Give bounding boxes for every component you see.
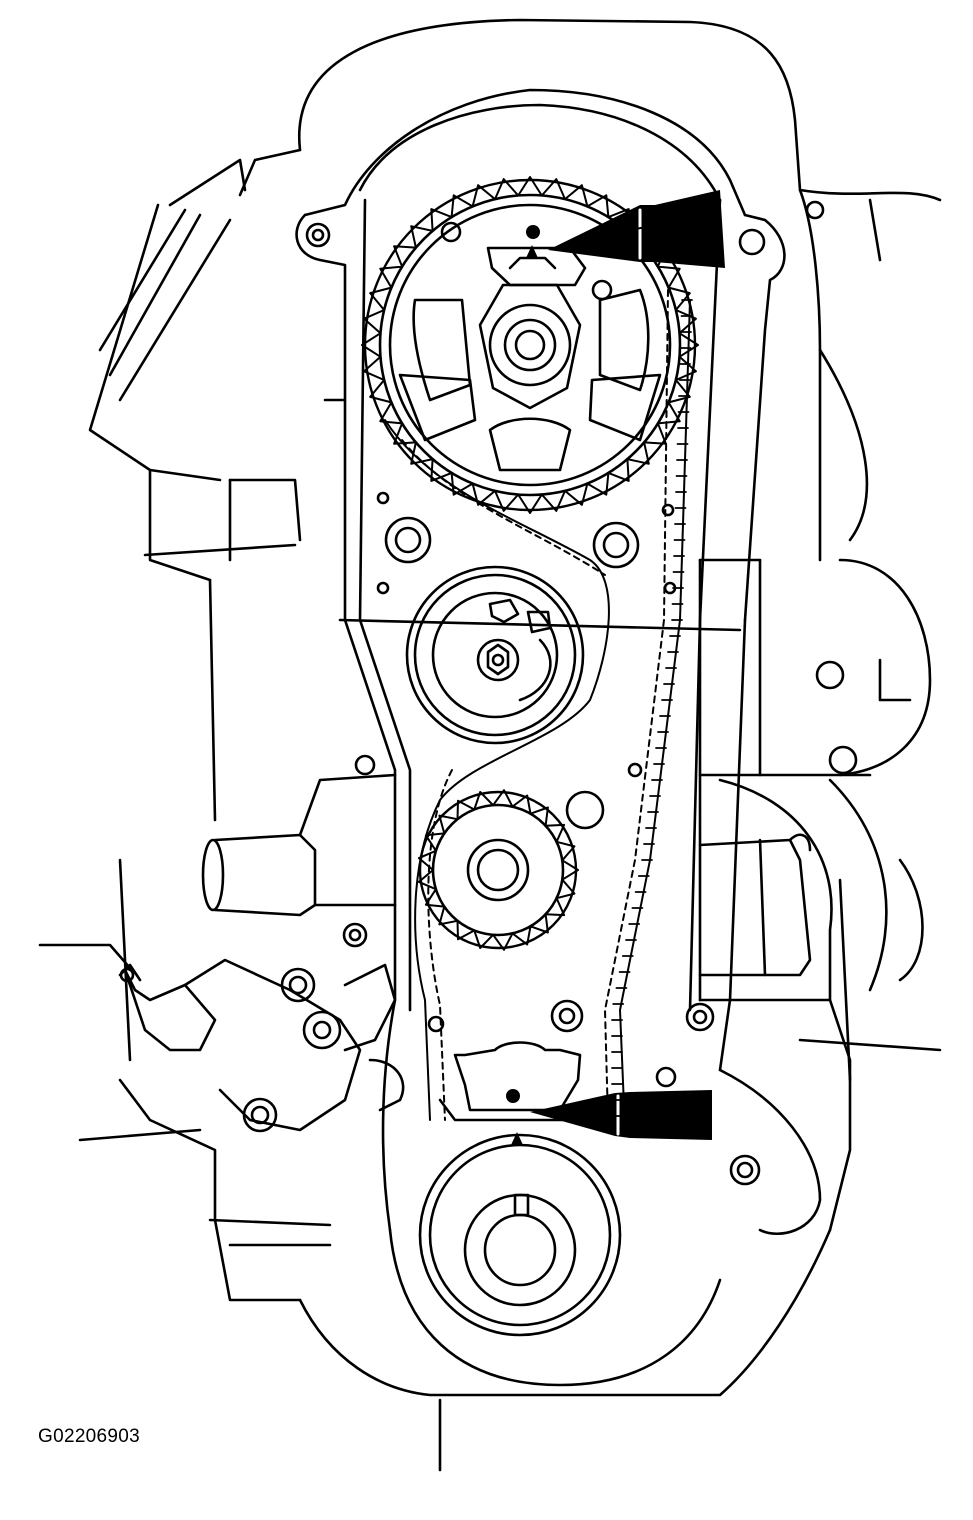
timing-mark-triangle bbox=[511, 1132, 523, 1145]
crankshaft-sprocket bbox=[418, 1041, 622, 1337]
cover-bolt bbox=[661, 503, 675, 517]
sprocket-tooth-outline bbox=[361, 176, 699, 514]
timing-belt bbox=[384, 289, 691, 1131]
idler-pulley bbox=[418, 790, 605, 950]
crankshaft-timing-arrow-icon bbox=[530, 1090, 712, 1140]
cover-bolt bbox=[550, 999, 584, 1033]
timing-cover bbox=[295, 88, 822, 1387]
cover-bolt bbox=[655, 1066, 677, 1088]
camshaft-sprocket-teeth bbox=[363, 178, 697, 512]
camshaft-timing-mark bbox=[526, 225, 540, 258]
cover-bolt bbox=[729, 1154, 761, 1186]
cover-bolt bbox=[685, 1002, 715, 1032]
engine-block-outline bbox=[38, 18, 942, 1472]
camshaft-teeth bbox=[361, 176, 699, 514]
cover-bolt bbox=[376, 491, 390, 505]
cover-bolt bbox=[592, 521, 640, 569]
cover-bolt bbox=[342, 922, 368, 948]
belt-teeth bbox=[611, 299, 693, 1117]
timing-mark-dot bbox=[506, 1089, 520, 1103]
cover-bolt bbox=[627, 762, 643, 778]
camshaft-sprocket bbox=[363, 178, 697, 512]
cover-bolt bbox=[354, 754, 376, 776]
figure-code: G02206903 bbox=[38, 1426, 141, 1447]
water-pipe bbox=[698, 833, 812, 977]
idler-teeth bbox=[417, 789, 579, 951]
cover-bolt bbox=[384, 516, 432, 564]
tensioner-pulley bbox=[405, 565, 585, 745]
cover-bolts bbox=[305, 200, 912, 1186]
crank-position-sensor bbox=[118, 958, 405, 1133]
cover-bolt bbox=[738, 228, 766, 256]
crankshaft-hub bbox=[463, 1193, 577, 1307]
camshaft-hub bbox=[488, 303, 572, 387]
sprocket-tooth-outline bbox=[417, 789, 579, 951]
cover-bolt bbox=[805, 200, 825, 220]
cover-bolt bbox=[815, 660, 845, 690]
timing-mark-dot bbox=[526, 225, 540, 239]
coolant-outlet bbox=[201, 773, 397, 917]
timing-mark-triangle bbox=[526, 245, 538, 258]
cover-bolt bbox=[305, 222, 331, 248]
cover-bolt bbox=[828, 745, 858, 775]
cover-bolt bbox=[427, 1015, 445, 1033]
crankshaft-timing-mark bbox=[506, 1089, 523, 1145]
cover-bolt bbox=[376, 581, 390, 595]
